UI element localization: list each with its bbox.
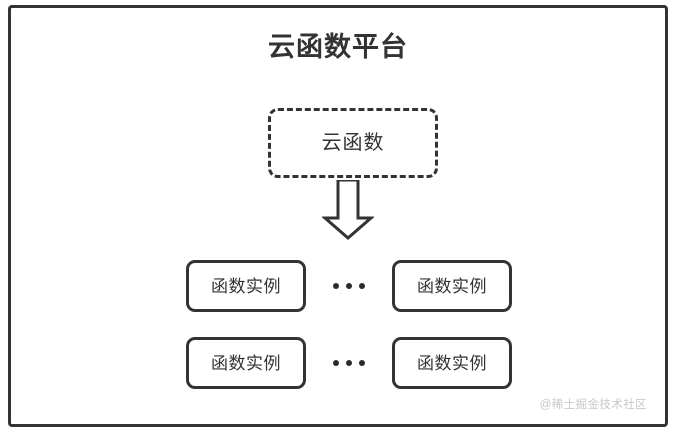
function-instance-label: 函数实例 — [211, 276, 281, 296]
instance-row: 函数实例 函数实例 — [186, 337, 512, 389]
function-instance-label: 函数实例 — [417, 276, 487, 296]
instance-row: 函数实例 函数实例 — [186, 260, 512, 312]
function-instance-box: 函数实例 — [392, 260, 512, 312]
ellipsis-dot — [359, 360, 365, 366]
ellipsis-dot — [333, 360, 339, 366]
cloud-function-platform-container: 云函数平台 云函数 函数实例 函数实例 函数实例 函数实例 — [8, 5, 668, 427]
ellipsis-dot — [359, 283, 365, 289]
ellipsis-dot — [333, 283, 339, 289]
ellipsis-dot — [346, 360, 352, 366]
platform-title: 云函数平台 — [268, 32, 408, 62]
ellipsis-icon — [333, 260, 365, 312]
function-instance-box: 函数实例 — [186, 260, 306, 312]
function-instance-box: 函数实例 — [186, 337, 306, 389]
function-instance-label: 函数实例 — [417, 353, 487, 373]
watermark: @稀土掘金技术社区 — [539, 398, 647, 411]
function-instance-label: 函数实例 — [211, 353, 281, 373]
ellipsis-dot — [346, 283, 352, 289]
function-instance-box: 函数实例 — [392, 337, 512, 389]
cloud-function-node-label: 云函数 — [321, 132, 385, 154]
cloud-function-node: 云函数 — [268, 108, 438, 178]
ellipsis-icon — [333, 337, 365, 389]
down-block-arrow-icon — [322, 180, 374, 240]
